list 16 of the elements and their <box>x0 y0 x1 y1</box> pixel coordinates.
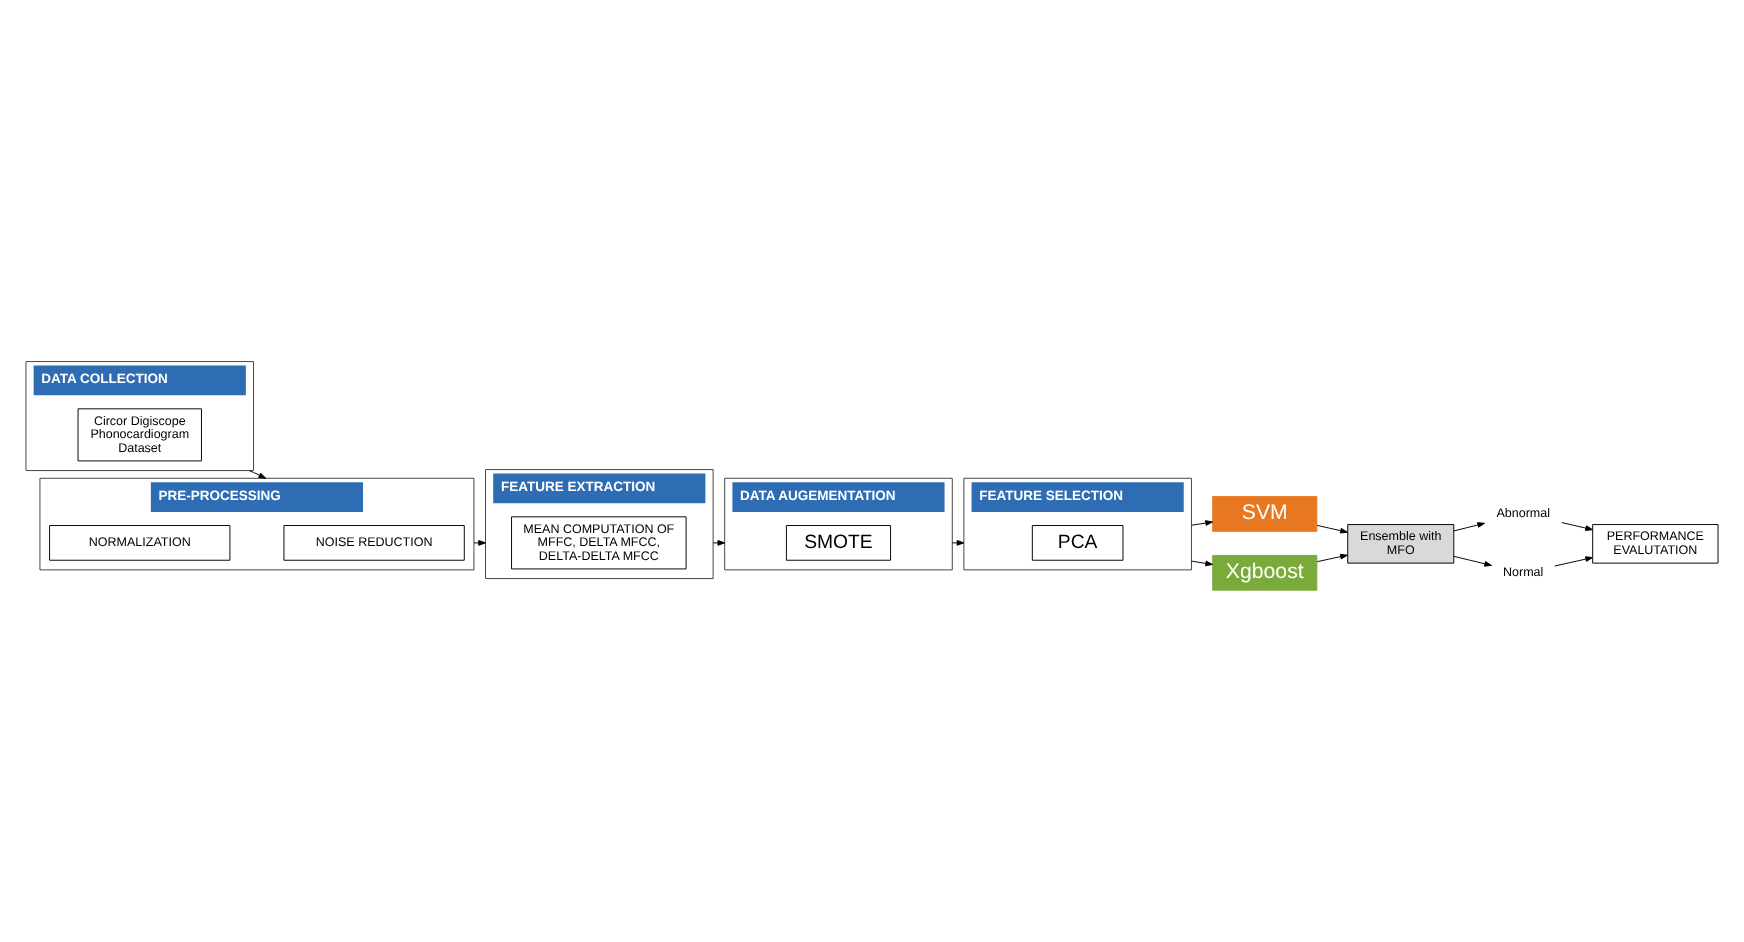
node-box: SVM <box>1212 495 1318 531</box>
arrow <box>248 469 267 478</box>
arrow <box>473 539 486 545</box>
arrow <box>1453 521 1486 531</box>
arrow <box>1554 555 1593 566</box>
arrow <box>1561 521 1593 530</box>
arrow <box>1191 559 1213 566</box>
arrow <box>1191 519 1213 525</box>
arrow <box>1453 554 1493 566</box>
node-box: SMOTE <box>785 524 892 560</box>
arrow <box>1316 552 1348 562</box>
arrow <box>1316 523 1348 533</box>
node-box: PCA <box>1031 524 1124 560</box>
arrow <box>951 539 965 545</box>
node-box: Xgboost <box>1212 553 1318 590</box>
arrow <box>712 539 726 545</box>
